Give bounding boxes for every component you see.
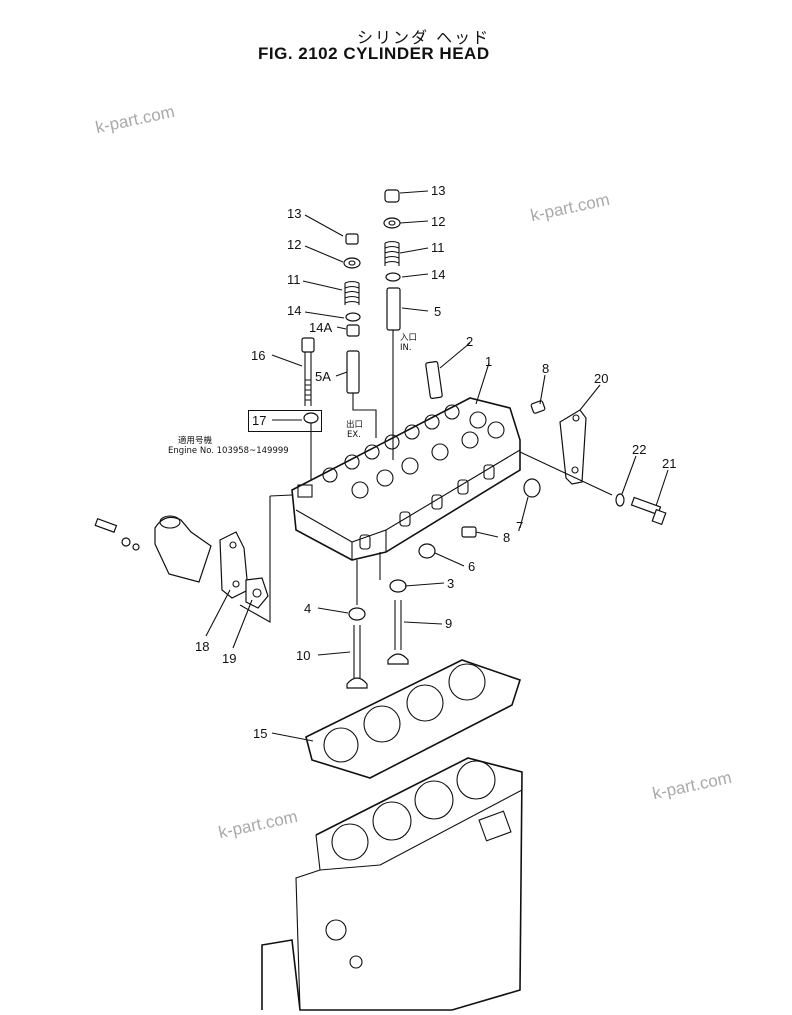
plug-8-lower <box>461 526 477 538</box>
plug-7 <box>523 478 541 498</box>
callout-21: 21 <box>662 456 677 471</box>
figure-title: FIG. 2102 CYLINDER HEAD <box>258 44 490 63</box>
callout-10: 10 <box>296 648 311 663</box>
callout-18: 18 <box>195 639 210 654</box>
callout-14A: 14A <box>309 320 333 335</box>
valve-seal-14A <box>346 324 360 337</box>
head-gasket-15 <box>305 659 522 779</box>
valve-guide-5A <box>346 350 360 394</box>
cylinder-head-1 <box>291 397 521 561</box>
spring-retainer-12-left <box>343 257 361 269</box>
callout-9: 9 <box>445 616 453 631</box>
callout-16: 16 <box>251 348 266 363</box>
stud-bolt-16 <box>301 337 315 406</box>
exhaust-valve-10 <box>346 625 368 689</box>
intake-note-jp: 入口 <box>400 333 418 343</box>
cylinder-block <box>261 757 523 1011</box>
gasket-19 <box>245 577 269 609</box>
valve-seat-4 <box>348 607 366 621</box>
valve-spring-11-left <box>344 280 360 305</box>
callout-13: 13 <box>431 183 446 198</box>
gasket-18 <box>219 531 249 599</box>
engine-note-jp: 適用号機 <box>178 436 213 446</box>
spring-seat-14-right <box>385 272 401 282</box>
callout-11: 11 <box>431 240 445 255</box>
callout-15: 15 <box>253 726 268 741</box>
japanese-title: シリンダ ヘッド <box>357 28 491 47</box>
spring-retainer-12-right <box>383 217 401 229</box>
callout-2: 2 <box>466 334 474 349</box>
spring-seat-14-left <box>345 312 361 322</box>
callout-box-17 <box>248 410 322 432</box>
washer-22 <box>615 493 625 507</box>
valve-seat-3 <box>389 579 407 593</box>
retainer-cap-13-right <box>384 189 400 203</box>
valve-spring-11-right <box>384 240 400 266</box>
callout-17: 17 <box>252 413 267 428</box>
valve-guide-5 <box>386 287 401 331</box>
callout-6: 6 <box>468 559 476 574</box>
intake-note: IN. <box>400 343 412 353</box>
plug-6 <box>418 543 436 559</box>
callout-3: 3 <box>447 576 455 591</box>
intake-valve-9 <box>387 600 409 665</box>
callout-13: 13 <box>287 206 302 221</box>
callout-14: 14 <box>431 267 446 282</box>
callout-11: 11 <box>287 272 301 287</box>
callout-14: 14 <box>287 303 302 318</box>
water-outlet-housing <box>154 515 212 583</box>
retainer-cap-13-left <box>345 233 359 245</box>
callout-7: 7 <box>516 519 524 534</box>
engine-serial-range: Engine No. 103958~149999 <box>168 446 289 456</box>
bolt-small <box>94 517 140 551</box>
callout-8: 8 <box>542 361 550 376</box>
callout-5A: 5A <box>315 369 331 384</box>
exhaust-note-jp: 出口 <box>346 420 364 430</box>
valve-guide-2 <box>425 360 443 400</box>
callout-12: 12 <box>431 214 446 229</box>
plug-8-upper <box>530 400 546 414</box>
callout-5: 5 <box>434 304 442 319</box>
bolt-21 <box>630 496 667 526</box>
exhaust-note: EX. <box>347 430 361 440</box>
callout-22: 22 <box>632 442 647 457</box>
callout-1: 1 <box>485 354 493 369</box>
callout-19: 19 <box>222 651 237 666</box>
callout-12: 12 <box>287 237 302 252</box>
callout-8: 8 <box>503 530 511 545</box>
callout-20: 20 <box>594 371 609 386</box>
callout-4: 4 <box>304 601 312 616</box>
